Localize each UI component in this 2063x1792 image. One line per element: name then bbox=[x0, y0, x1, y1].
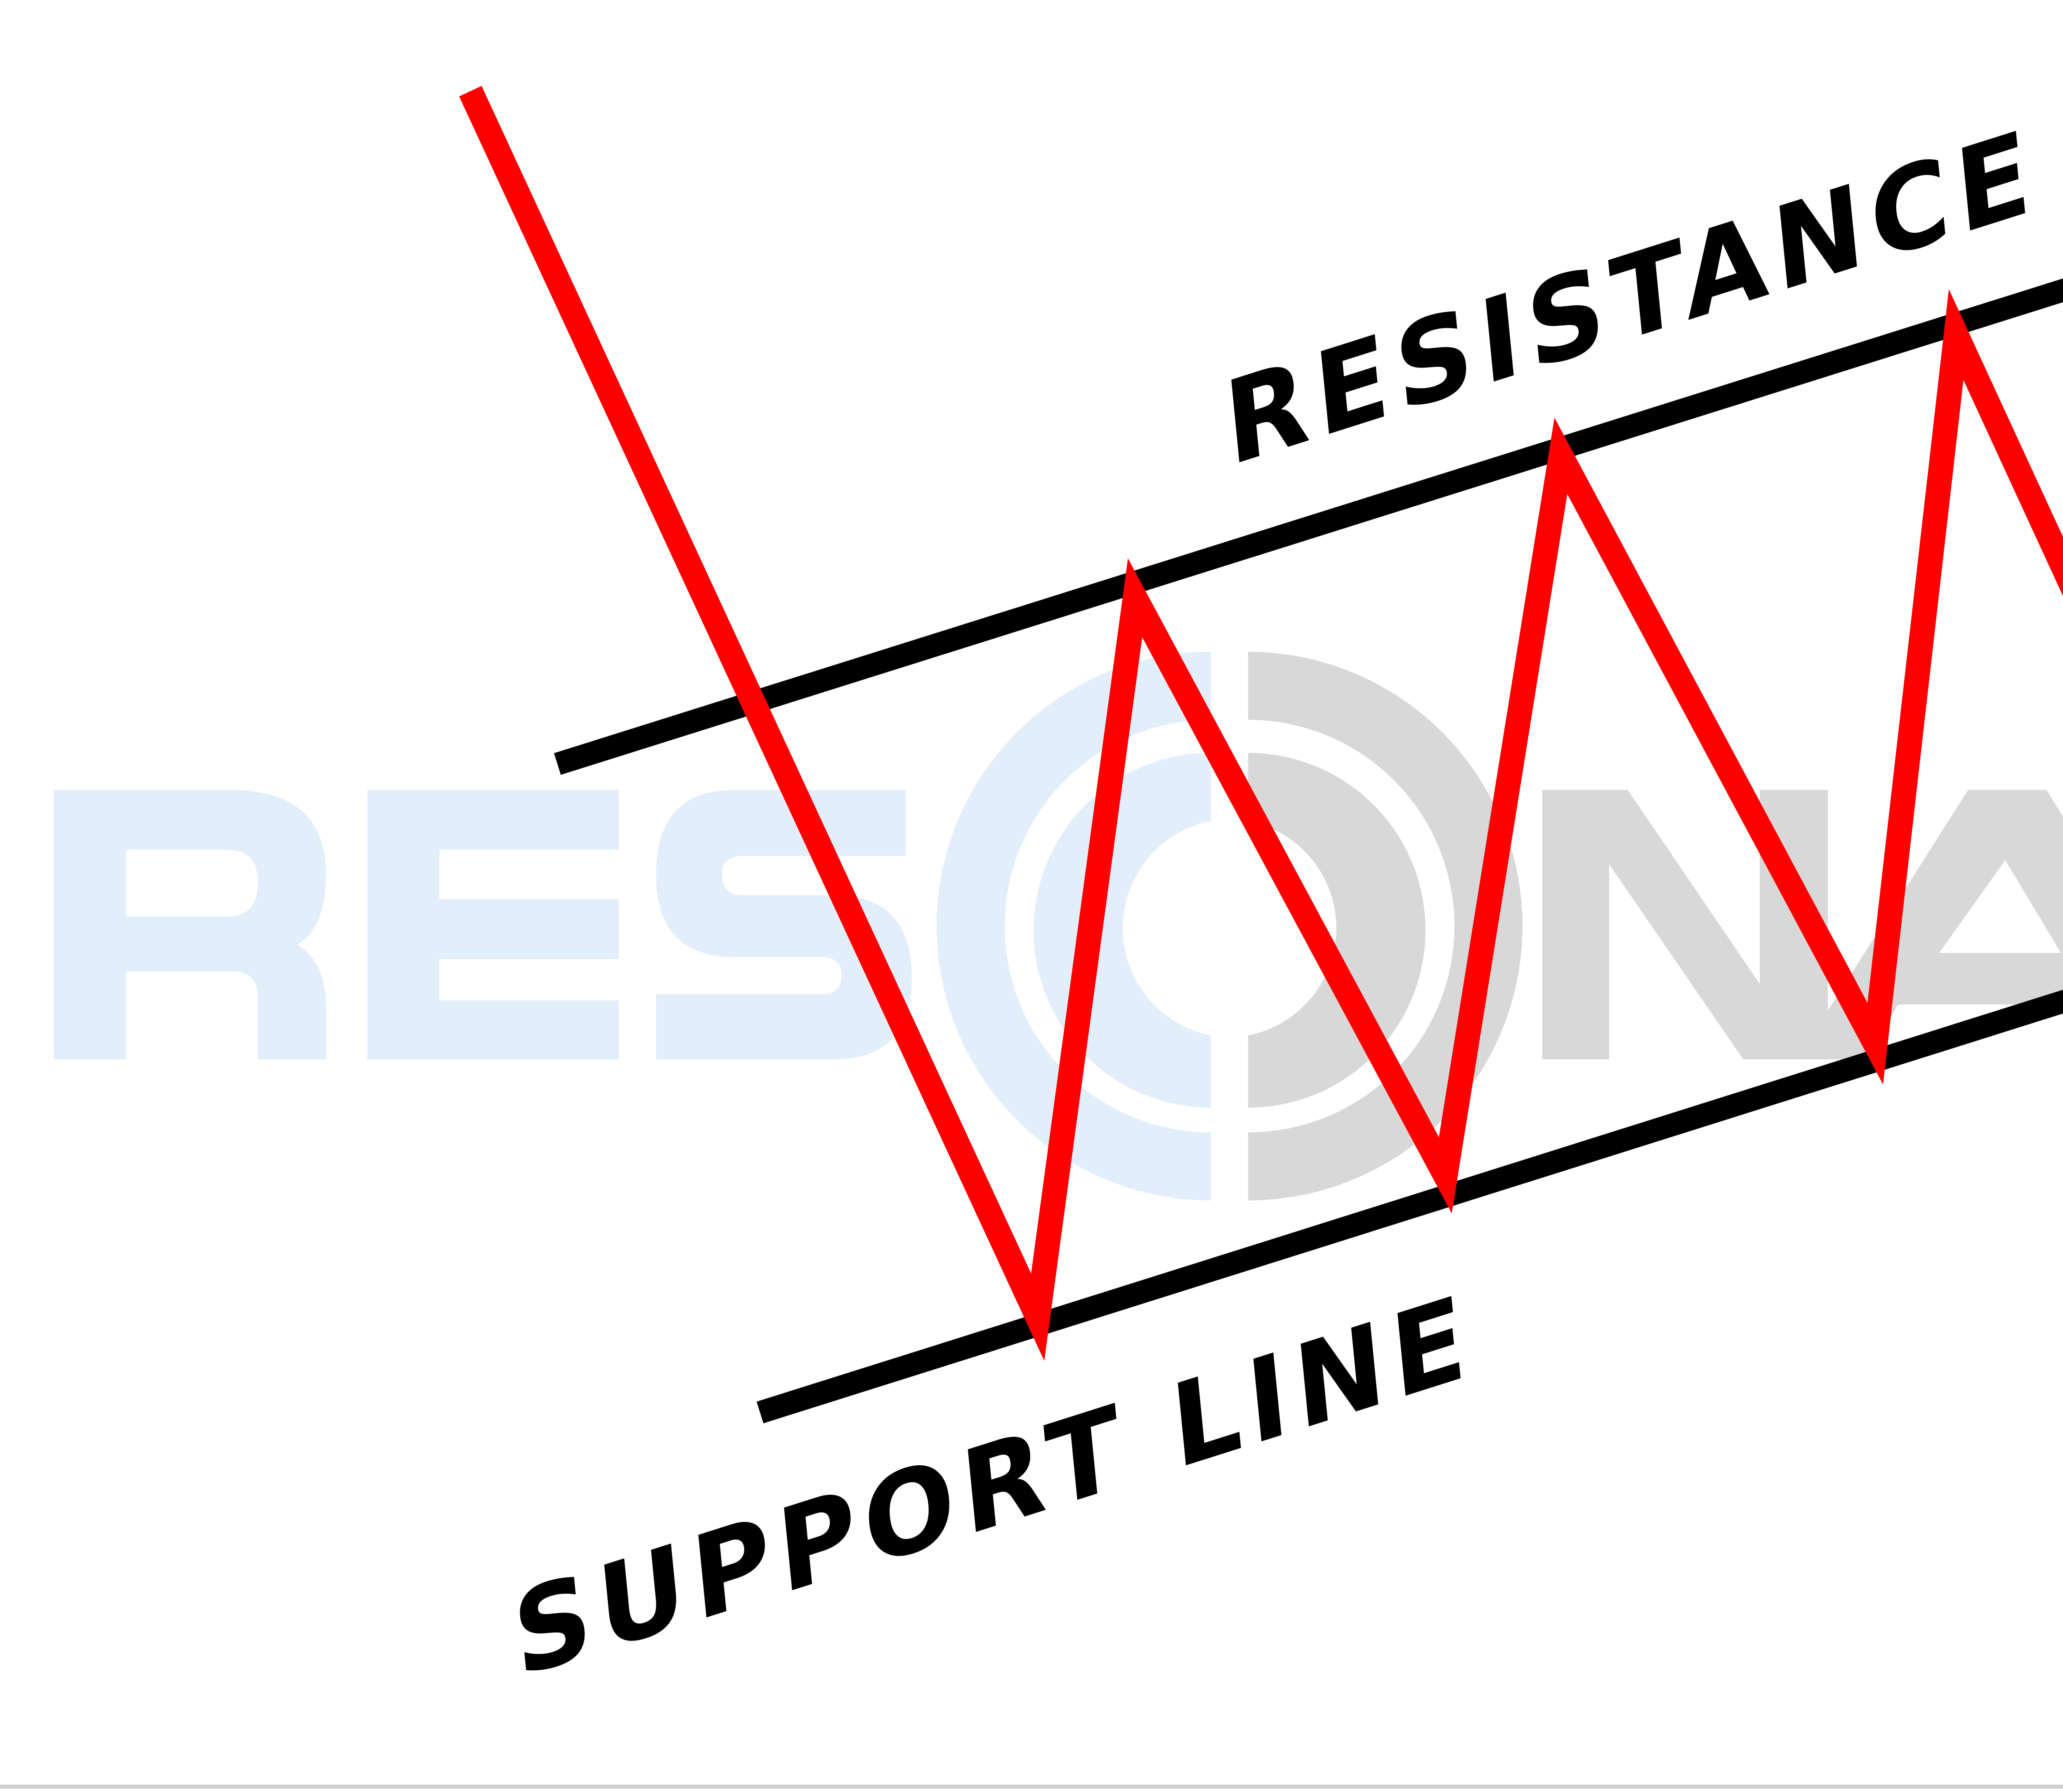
resistance-line bbox=[554, 278, 2063, 775]
support-line bbox=[756, 990, 2063, 1424]
price-path bbox=[459, 86, 2063, 1361]
watermark-res bbox=[54, 790, 912, 1059]
watermark-nance bbox=[1542, 790, 2063, 1059]
watermark-target-icon bbox=[937, 652, 1522, 1200]
